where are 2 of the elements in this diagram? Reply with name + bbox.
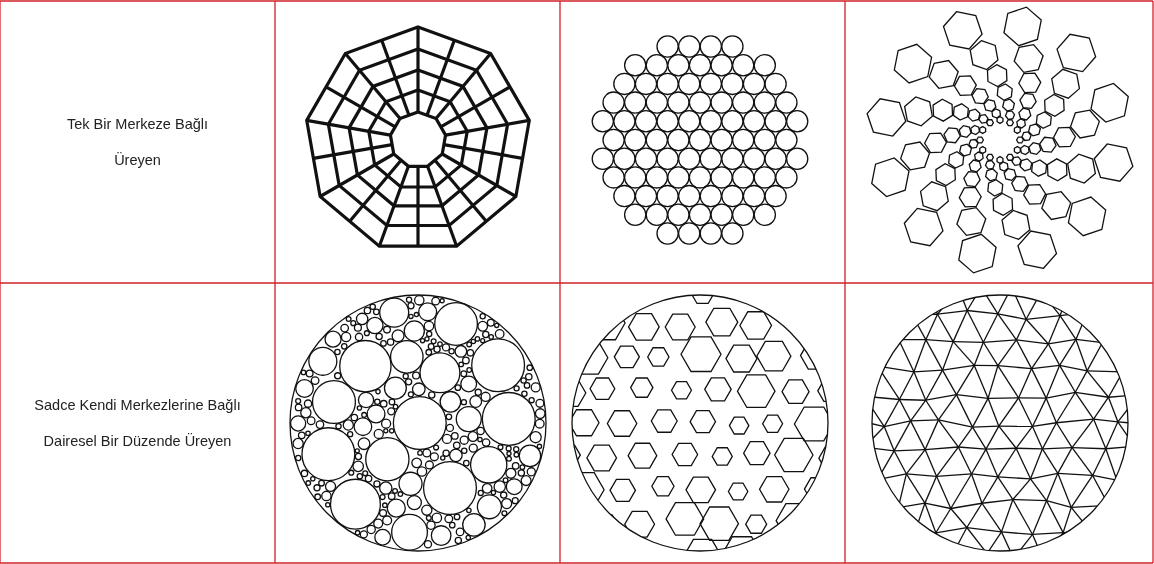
row-label: Tek Bir Merkeze Bağlı Üreyen — [66, 114, 209, 170]
row-label: Sadce Kendi Merkezlerine Bağlı Dairesel Bir Düzende Üreyen — [33, 395, 242, 451]
